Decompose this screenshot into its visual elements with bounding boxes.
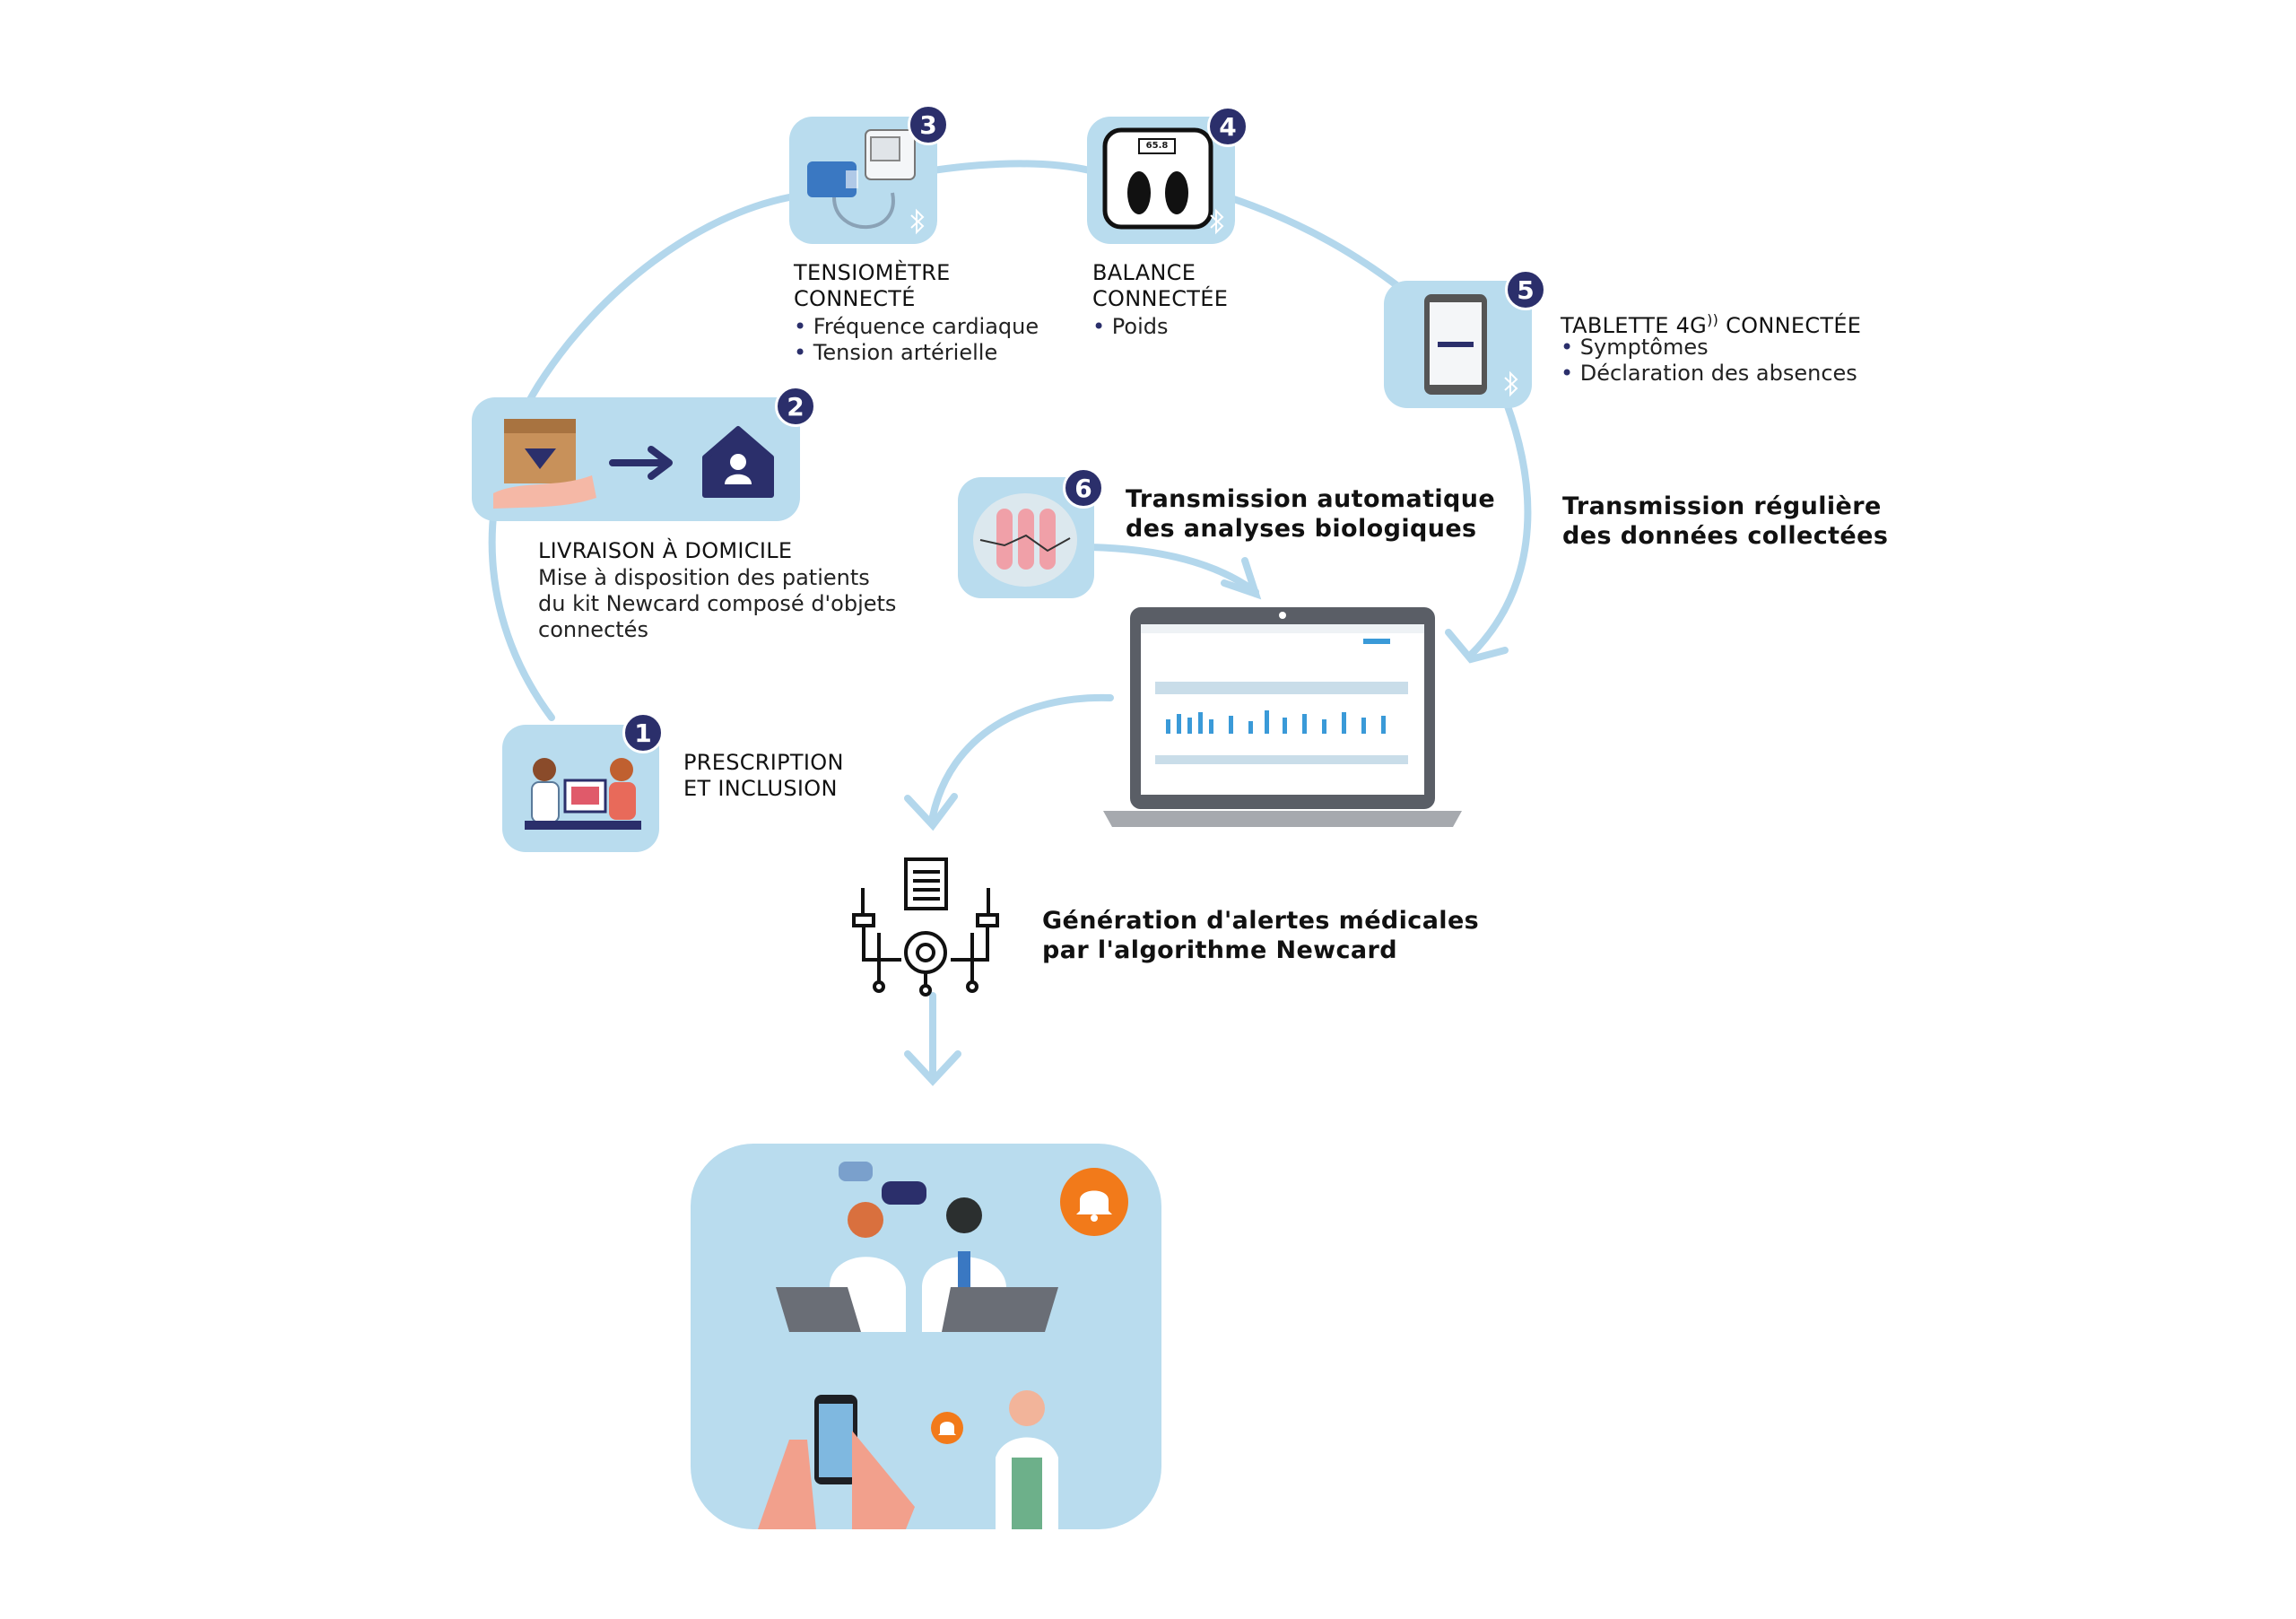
step-badge-2: 2 [775,386,816,427]
scale-icon [1102,127,1213,230]
bullet-item: Poids [1092,314,1169,340]
step-badge-6: 6 [1063,467,1104,509]
algorithm-icon [852,857,999,997]
laptop-dashboard-icon [1103,607,1462,827]
tablette-bullets: Symptômes Déclaration des absences [1561,335,1857,387]
signal-icon: )) [1707,311,1719,328]
bluetooth-icon [1210,208,1224,235]
medical-team-illustration [758,1162,1058,1529]
bullet-item: Fréquence cardiaque [794,314,1039,340]
bullet-item: Tension artérielle [794,340,1039,366]
blood-tubes-icon [973,493,1077,587]
livraison-title: LIVRAISON À DOMICILE [538,538,793,563]
bluetooth-icon [910,208,925,235]
bell-icon [931,1412,963,1444]
balance-bullets: Poids [1092,314,1169,340]
arrow-right-icon [609,446,673,480]
bell-icon [1060,1168,1128,1236]
bullet-item: Symptômes [1561,335,1857,361]
bullet-item: Déclaration des absences [1561,361,1857,387]
delivery-box-icon [493,419,596,509]
step-badge-3: 3 [908,104,949,145]
tablet-icon [1424,294,1487,395]
livraison-description: Mise à disposition des patients du kit N… [538,565,897,642]
tensiometre-bullets: Fréquence cardiaque Tension artérielle [794,314,1039,366]
bluetooth-icon [1504,370,1518,397]
step-badge-4: 4 [1207,106,1248,147]
blood-pressure-monitor-icon [807,129,916,230]
step-badge-1: 1 [622,712,664,753]
doctor-patient-icon [525,758,641,830]
step-badge-5: 5 [1505,269,1546,310]
scale-reading: 65.8 [1145,141,1169,151]
home-icon [702,426,774,498]
